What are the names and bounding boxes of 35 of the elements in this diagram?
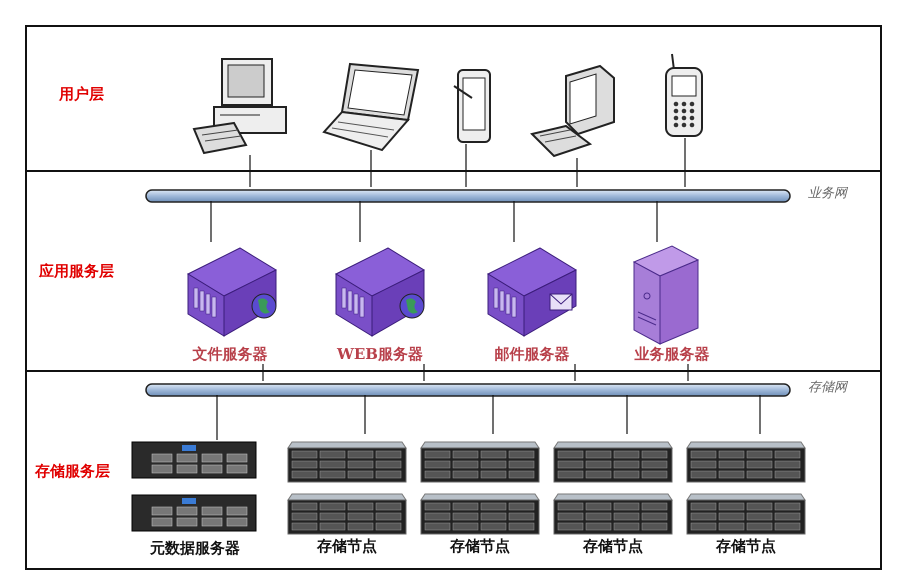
connector-line — [492, 395, 494, 434]
connector-line — [465, 144, 467, 187]
connector-line — [626, 395, 628, 434]
connector-line — [684, 138, 686, 187]
server-label: 存储节点 — [582, 537, 644, 556]
server-label: 邮件服务器 — [494, 345, 570, 364]
server-label: 业务服务器 — [634, 345, 710, 364]
connector-line — [576, 158, 578, 187]
server-label: 存储节点 — [316, 537, 378, 556]
connector-line — [210, 201, 212, 242]
network-label: 业务网 — [808, 185, 847, 202]
connector-line — [364, 395, 366, 434]
connector-line — [423, 364, 425, 381]
connector-line — [262, 364, 264, 381]
layer-label: 用户层 — [59, 85, 104, 104]
server-label: 存储节点 — [448, 537, 511, 556]
connector-line — [370, 150, 372, 187]
connector-line — [687, 364, 689, 381]
connector-line — [656, 201, 658, 242]
connector-line — [216, 395, 218, 440]
server-label: 元数据服务器 — [149, 539, 241, 558]
connector-line — [574, 364, 576, 381]
layer-panel — [25, 25, 882, 172]
connector-line — [249, 155, 251, 187]
server-label: 文件服务器 — [192, 345, 268, 364]
layer-label: 应用服务层 — [39, 262, 114, 281]
layer-label: 存储服务层 — [35, 462, 110, 481]
connector-line — [759, 395, 761, 434]
server-label: WEB服务器 — [336, 345, 424, 364]
network-label: 存储网 — [808, 379, 847, 396]
connector-line — [359, 201, 361, 242]
layer-panel — [25, 170, 882, 372]
connector-line — [513, 201, 515, 242]
layer-panel — [25, 370, 882, 570]
server-label: 存储节点 — [714, 537, 777, 556]
